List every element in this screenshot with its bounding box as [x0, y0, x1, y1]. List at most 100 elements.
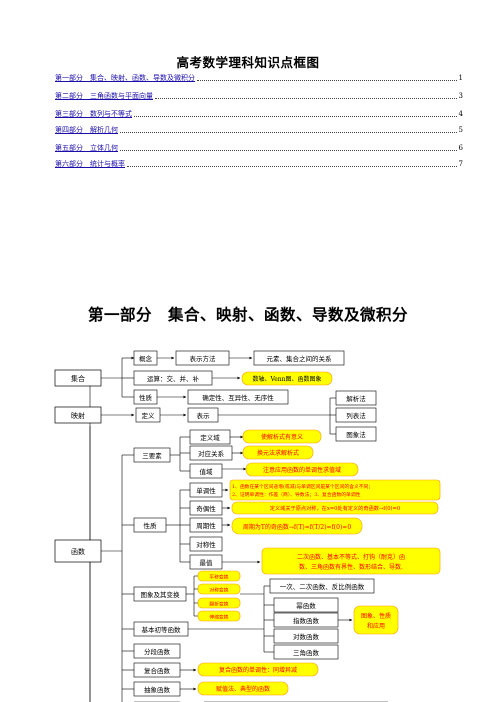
monotonicity-note: 1、函数在某个区间递增(或减)与单调区间是某个区间的含义不同； 2、证明单调性：…	[229, 479, 441, 501]
range-box: 值域	[189, 463, 223, 479]
toc-leader	[120, 150, 457, 151]
monotonicity-note-line: 1、函数在某个区间递增(或减)与单调区间是某个区间的含义不同；	[232, 483, 373, 490]
symmetry-box: 对称性	[189, 536, 223, 552]
set-operations-label: 运算：交、并、补	[147, 374, 200, 383]
elementary-exponential: 指数函数	[273, 612, 339, 628]
parity-note-text: 定义域关于原点对称，在x=0处有定义的奇函数→f(0)=0	[270, 504, 400, 512]
domain-label: 定义域	[200, 433, 220, 442]
extremum-note-line: 数、三角函数有界性、数形结合、导数.	[299, 563, 403, 571]
set-operations-box: 运算：交、并、补	[133, 370, 213, 386]
mapping-method-table: 列表法	[335, 407, 377, 423]
toc-link[interactable]: 第四部分 解析几何	[55, 126, 118, 134]
set-properties-label: 性质	[139, 393, 153, 402]
transform-flip: 翻折变换	[197, 597, 241, 609]
toc-link[interactable]: 第五部分 立体几何	[55, 144, 118, 152]
abstract-note: 赋值法、典型的函数	[197, 681, 289, 696]
domain-note-text: 使解析式有意义	[261, 433, 303, 441]
mapping-definition-label: 定义	[142, 411, 156, 420]
elementary-item-label: 幂函数	[296, 601, 316, 610]
elementary-item-label: 对数函数	[293, 632, 320, 641]
set-relation-box: 元素、集合之间的关系	[253, 350, 345, 366]
elementary-logarithmic: 对数函数	[273, 628, 339, 644]
root-function-box: 函数	[54, 539, 102, 563]
set-concept-box: 概念	[133, 350, 158, 366]
toc-entry[interactable]: 第六部分 统计与概率 7	[55, 159, 463, 170]
toc-leader	[134, 116, 457, 117]
set-properties-box: 性质	[133, 389, 158, 405]
mapping-method-label: 解析法	[346, 394, 366, 403]
properties-box: 性质	[133, 517, 167, 533]
composite-note-text: 复合函数的单调性：同增异减	[219, 666, 297, 674]
correspondence-box: 对应关系	[189, 445, 233, 461]
toc-link[interactable]: 第一部分 集合、映射、函数、导数及微积分	[55, 74, 195, 82]
elementary-power: 幂函数	[273, 597, 339, 613]
toc-entry[interactable]: 第三部分 数列与不等式 4	[55, 109, 463, 120]
toc-leader	[155, 98, 457, 99]
root-mapping-box: 映射	[54, 406, 102, 424]
parity-note: 定义域关于原点对称，在x=0处有定义的奇函数→f(0)=0	[231, 501, 439, 515]
monotonicity-note-line: 2、证明单调性：作差（商）、导数法；3、复合函数的单调性	[232, 491, 361, 498]
range-note-text: 注意应用函数的单调性求值域	[263, 466, 341, 474]
transform-label: 翻折变换	[209, 601, 228, 608]
toc-entry[interactable]: 第二部分 三角函数与平面向量 3	[55, 91, 463, 102]
root-set-label: 集合	[71, 374, 85, 383]
elementary-label: 基本初等函数	[142, 625, 182, 634]
correspondence-label: 对应关系	[198, 449, 225, 458]
correspondence-note: 换元法求解析式	[242, 445, 314, 460]
toc-link[interactable]: 第六部分 统计与概率	[55, 160, 125, 168]
set-operations-note-text: 数轴、Venn图、函数图象	[252, 375, 321, 383]
root-function-label: 函数	[71, 547, 85, 556]
set-properties-detail-label: 确定性、互异性、无序性	[202, 393, 274, 402]
elementary-item-label: 指数函数	[293, 616, 320, 625]
three-elements-label: 三要素	[142, 451, 162, 460]
set-representation-box: 表示方法	[175, 350, 230, 366]
correspondence-note-text: 换元法求解析式	[257, 449, 299, 457]
elementary-note-line: 和应用	[367, 622, 385, 630]
mapping-representation-box: 表示	[187, 407, 219, 423]
parity-box: 奇偶性	[189, 500, 223, 516]
composite-box: 复合函数	[133, 662, 181, 678]
abstract-box: 抽象函数	[133, 681, 181, 697]
extremum-label: 最值	[200, 558, 214, 567]
elementary-box: 基本初等函数	[133, 621, 189, 637]
three-elements-box: 三要素	[133, 447, 171, 463]
toc-page-number: 4	[458, 110, 463, 118]
toc-leader	[127, 166, 457, 167]
toc-entry[interactable]: 第四部分 解析几何 5	[55, 125, 463, 136]
toc-link[interactable]: 第二部分 三角函数与平面向量	[55, 92, 153, 100]
root-set-box: 集合	[54, 369, 102, 387]
transform-stretch: 伸缩变换	[197, 610, 241, 622]
periodicity-note-text: 周期为T的奇函数→f(T)=f(T/2)=f(0)=0	[243, 523, 351, 531]
connector-lines	[89, 356, 388, 702]
mapping-method-label: 图象法	[346, 430, 366, 439]
toc-leader	[197, 80, 457, 81]
elementary-note-line: 图象、性质	[361, 612, 391, 620]
set-concept-label: 概念	[139, 354, 153, 363]
piecewise-box: 分段函数	[133, 643, 181, 659]
toc-entry[interactable]: 第一部分 集合、映射、函数、导数及微积分 1	[55, 73, 463, 84]
transform-label: 伸缩变换	[209, 614, 228, 621]
elementary-item-label: 三角函数	[293, 648, 320, 657]
range-label: 值域	[200, 467, 214, 476]
set-operations-note: 数轴、Venn图、函数图象	[241, 371, 333, 386]
toc-page-number: 3	[458, 92, 463, 100]
document-title: 高考数学理科知识点框图	[176, 55, 320, 70]
elementary-trigonometric: 三角函数	[273, 644, 339, 660]
periodicity-box: 周期性	[189, 517, 223, 533]
properties-label: 性质	[144, 521, 158, 530]
toc-page-number: 5	[458, 126, 463, 134]
monotonicity-box: 单调性	[189, 482, 223, 498]
range-note: 注意应用函数的单调性求值域	[245, 462, 359, 477]
toc-page-number: 7	[458, 160, 463, 168]
graphs-label: 图象及其变换	[141, 590, 181, 599]
elementary-header-box: 一次、二次函数、反比例函数	[269, 578, 375, 594]
symmetry-label: 对称性	[196, 540, 216, 549]
transform-label: 平移变换	[209, 574, 228, 581]
toc-page-number: 1	[458, 74, 463, 82]
set-representation-label: 表示方法	[190, 354, 217, 363]
composite-note: 复合函数的单调性：同增异减	[197, 662, 319, 677]
parity-label: 奇偶性	[196, 504, 216, 513]
toc-link[interactable]: 第三部分 数列与不等式	[55, 110, 132, 118]
